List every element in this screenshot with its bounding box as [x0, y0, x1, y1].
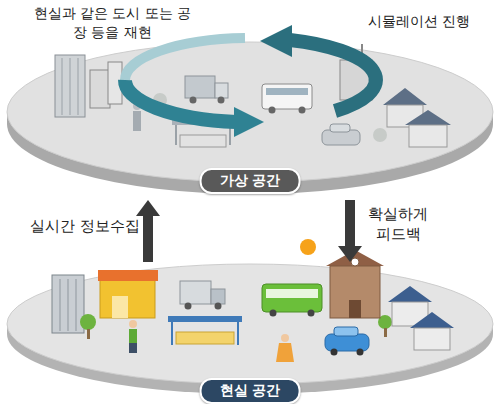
note-label: 현실과 같은 도시 또는 공장 등을 재현 — [30, 4, 195, 42]
space-label: 가상 공간 — [200, 168, 301, 194]
school-building — [351, 258, 359, 266]
space-label: 현실 공간 — [200, 378, 301, 404]
space-platform: 가상 공간 — [5, 40, 495, 200]
flow-arrow — [345, 200, 355, 246]
edge-label: 실시간 정보수집 — [5, 216, 140, 236]
platform-surface — [7, 264, 493, 384]
note-label: 시뮬레이션 진행 — [368, 12, 498, 31]
sun-symbol — [300, 239, 316, 255]
platform-surface — [7, 42, 493, 182]
flow-arrow — [143, 216, 153, 262]
space-platform: 현실 공간 — [5, 262, 495, 404]
sun-symbol — [300, 239, 316, 255]
school-building — [326, 250, 384, 266]
edge-label: 확실하게 피드백 — [362, 204, 434, 245]
